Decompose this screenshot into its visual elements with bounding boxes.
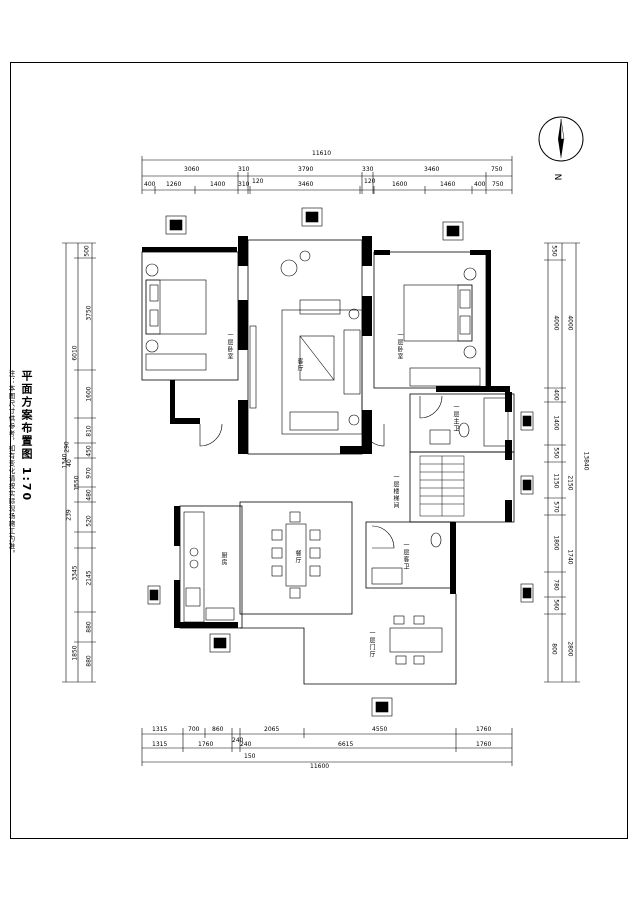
dim-bot-2: 700 bbox=[188, 726, 200, 733]
dim-top-4: 330 bbox=[362, 166, 374, 173]
dim-right-2: 4000 bbox=[552, 315, 560, 331]
dim-top-3: 3790 bbox=[298, 166, 314, 173]
entrance-table bbox=[389, 615, 443, 665]
dim-left-1: 500 bbox=[83, 245, 91, 257]
drawing-frame bbox=[10, 62, 628, 839]
room-label-master-bedroom: 一层卧室 bbox=[226, 332, 233, 360]
dim-top-1: 3060 bbox=[184, 166, 200, 173]
dim-left-small-3: 239 bbox=[65, 509, 73, 521]
dim-left-7: 480 bbox=[85, 489, 93, 501]
dim-left-9: 520 bbox=[85, 515, 93, 527]
dim-left-small-1: 290 bbox=[63, 441, 71, 453]
dim-bot-3: 860 bbox=[212, 726, 224, 733]
room-label-entrance: 一层门厅 bbox=[368, 630, 375, 658]
dim-top-5: 3460 bbox=[424, 166, 440, 173]
dim-right-total-2: 13840 bbox=[582, 451, 590, 471]
dim-bot2-3: 240 bbox=[240, 741, 252, 748]
doors bbox=[199, 395, 443, 549]
dim-bot2-5: 1760 bbox=[476, 741, 492, 748]
drawing-title: 平面方案布置图 1:70 bbox=[20, 370, 33, 503]
dim-left-total-4: 1850 bbox=[71, 645, 79, 661]
right-dimension-lines bbox=[544, 242, 580, 683]
dim-right-6: 1150 bbox=[552, 473, 560, 489]
dim-right-11: 800 bbox=[550, 643, 558, 655]
dim-top2-1: 400 bbox=[144, 181, 156, 188]
dim-left-12: 880 bbox=[85, 655, 93, 667]
dim-bot2-2: 1760 bbox=[198, 741, 214, 748]
dim-left-4: 810 bbox=[85, 425, 93, 437]
kitchen-furniture bbox=[183, 511, 235, 623]
elevation-markers bbox=[147, 207, 534, 717]
master-bed bbox=[145, 263, 207, 371]
dim-top-6: 750 bbox=[491, 166, 503, 173]
dim-top2-2: 1260 bbox=[166, 181, 182, 188]
dim-right-total-4: 1740 bbox=[566, 549, 574, 565]
room-label-kitchen: 厨房 bbox=[220, 552, 227, 566]
dim-top2-5: 120 bbox=[252, 178, 264, 185]
dim-right-9: 780 bbox=[552, 579, 560, 591]
dim-left-10: 2145 bbox=[85, 570, 93, 586]
room-label-stair: 一层楼梯间 bbox=[392, 474, 399, 509]
dim-top2-4: 310 bbox=[238, 181, 250, 188]
staircase bbox=[419, 455, 465, 517]
bathroom-fixtures bbox=[371, 397, 509, 585]
dim-top2-9: 1460 bbox=[440, 181, 456, 188]
left-dimension-lines bbox=[62, 242, 96, 683]
dining-table bbox=[271, 511, 321, 599]
dim-left-small-2: 40 bbox=[65, 459, 73, 467]
room-label-bathroom1: 一层主卫 bbox=[452, 404, 459, 432]
dim-right-total-5: 2800 bbox=[566, 641, 574, 657]
dim-top2-8: 1600 bbox=[392, 181, 408, 188]
dim-bot2-1: 1315 bbox=[152, 741, 168, 748]
dim-top-2: 310 bbox=[238, 166, 250, 173]
dim-bot-7: 1760 bbox=[476, 726, 492, 733]
north-arrow-icon bbox=[536, 114, 586, 164]
dim-bot-6: 4550 bbox=[372, 726, 388, 733]
dim-right-3: 400 bbox=[552, 389, 560, 401]
room-label-bathroom2: 一层客卫 bbox=[402, 542, 409, 570]
dim-bot-mid: 150 bbox=[244, 753, 256, 760]
dim-right-5: 550 bbox=[552, 447, 560, 459]
dim-bot-total: 11600 bbox=[310, 763, 330, 770]
dim-left-8: 1550 bbox=[73, 475, 81, 491]
drawing-note: 注：本图尺寸供参考，如有变化请按实际现场施工为准。 bbox=[7, 370, 15, 558]
top-dimension-lines bbox=[141, 156, 513, 194]
dim-top2-3: 1400 bbox=[210, 181, 226, 188]
living-furniture bbox=[249, 250, 363, 435]
dim-left-2: 3750 bbox=[85, 305, 93, 321]
room-label-second-bedroom: 一层卧室 bbox=[396, 332, 403, 360]
dim-top2-11: 750 bbox=[492, 181, 504, 188]
dim-left-total-1: 6010 bbox=[71, 345, 79, 361]
dim-bot-4: 240 bbox=[232, 737, 244, 744]
dim-top2-10: 400 bbox=[474, 181, 486, 188]
dim-top-total: 11610 bbox=[312, 150, 332, 157]
dim-left-3: 1600 bbox=[85, 386, 93, 402]
bottom-dimension-lines bbox=[141, 728, 513, 766]
second-bed bbox=[403, 267, 481, 387]
dim-left-5: 450 bbox=[85, 445, 93, 457]
dim-bot-5: 2065 bbox=[264, 726, 280, 733]
dim-bot-1: 1315 bbox=[152, 726, 168, 733]
dim-right-8: 1800 bbox=[552, 535, 560, 551]
dim-right-10: 560 bbox=[552, 599, 560, 611]
room-label-living-room: 客厅 bbox=[296, 358, 303, 372]
dim-right-4: 1400 bbox=[552, 415, 560, 431]
dim-left-11: 880 bbox=[85, 621, 93, 633]
dim-right-total-3: 2150 bbox=[566, 475, 574, 491]
dim-right-total-1: 4000 bbox=[566, 315, 574, 331]
dim-bot2-4: 6615 bbox=[338, 741, 354, 748]
thick-walls bbox=[142, 236, 512, 628]
room-label-dining: 餐厅 bbox=[294, 550, 301, 564]
dim-left-6: 970 bbox=[85, 467, 93, 479]
dim-right-7: 570 bbox=[552, 501, 560, 513]
dim-right-1: 550 bbox=[550, 245, 558, 257]
dim-left-total-3: 3345 bbox=[71, 565, 79, 581]
dim-top2-7: 120 bbox=[364, 178, 376, 185]
dim-top2-6: 3460 bbox=[298, 181, 314, 188]
